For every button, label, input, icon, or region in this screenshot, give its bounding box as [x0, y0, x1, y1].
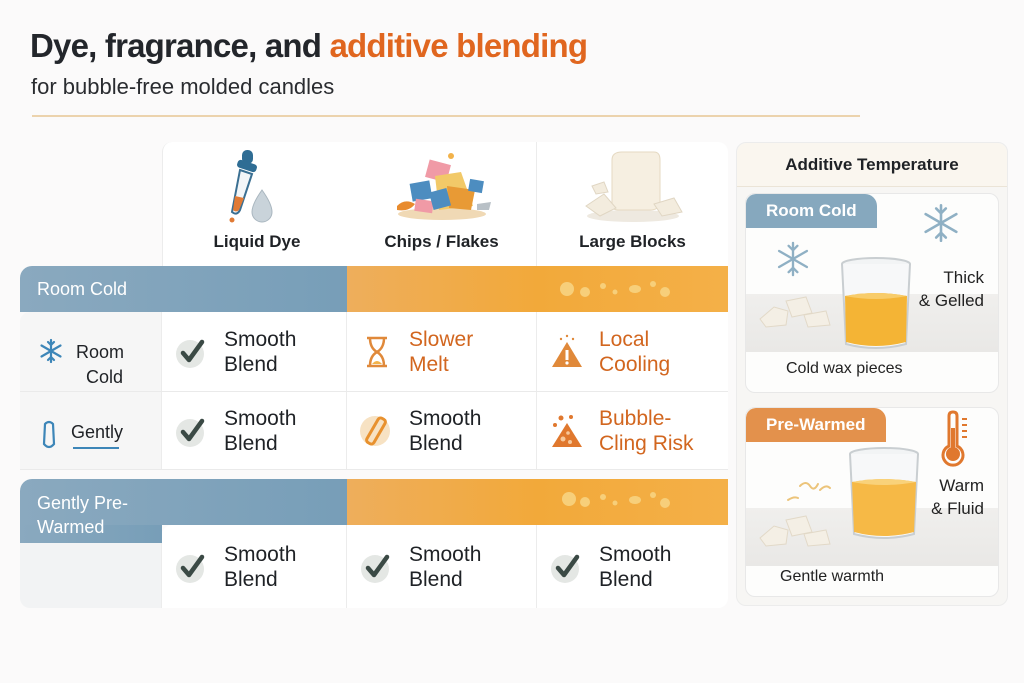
title-main: Dye, fragrance, and — [30, 27, 330, 64]
card-caption: Gentle warmth — [780, 568, 885, 585]
card-caption: Cold wax pieces — [786, 360, 903, 377]
page-title: Dye, fragrance, and additive blending — [30, 27, 588, 65]
group-band-blocks — [537, 266, 728, 312]
wax-chips-icon — [396, 153, 491, 220]
row-label-line2: Cold — [86, 367, 124, 387]
row-label-underline — [73, 447, 119, 449]
group-band-chips — [347, 266, 537, 312]
row-label-line1: Room — [76, 342, 125, 362]
panel-title: Additive Temperature — [737, 143, 1007, 187]
title-accent: additive blending — [329, 27, 588, 64]
wax-pieces-icon — [759, 296, 831, 328]
card-pre-warmed: Pre-Warmed Warm& Fluid Gentle warmth — [745, 407, 999, 597]
row-label-line1: Gently — [71, 422, 124, 442]
column-label: Large Blocks — [579, 232, 686, 251]
check-icon — [176, 554, 205, 583]
column-label: Liquid Dye — [213, 232, 301, 251]
additive-temperature-panel: Additive Temperature Room Cold — [736, 142, 1008, 606]
column-label: Chips / Flakes — [384, 232, 499, 251]
column-header-chips-flakes: Chips / Flakes — [347, 142, 537, 266]
card-tag: Pre-Warmed — [746, 408, 886, 442]
bubble-risk-icon — [552, 414, 582, 447]
beaker-cold-icon — [841, 257, 911, 349]
wax-pieces-icon — [759, 515, 831, 547]
cell-status-text: Bubble-Cling Risk — [599, 406, 694, 455]
group-band-pre-warmed — [20, 479, 347, 525]
snowflake-icon — [924, 203, 958, 243]
row-header-cell: Room Cold — [20, 312, 162, 391]
card-tag: Room Cold — [746, 194, 877, 228]
blending-matrix: Liquid Dye Chips / Flakes Large Blocks — [20, 142, 728, 608]
group-band-chips-2 — [347, 479, 537, 525]
card-state: Warm& Fluid — [931, 476, 984, 518]
title-divider — [32, 115, 860, 117]
check-icon — [176, 418, 205, 447]
group-label-pre-warmed: Gently Pre-Warmed — [37, 493, 129, 537]
beaker-warm-icon — [849, 447, 919, 539]
hourglass-icon — [367, 336, 387, 367]
column-header-large-blocks: Large Blocks — [537, 142, 728, 266]
check-icon — [551, 554, 580, 583]
group-band-room-cold — [20, 266, 347, 312]
wax-pellets-icon — [560, 281, 670, 297]
group-label-room-cold: Room Cold — [37, 279, 128, 299]
wax-block-icon — [584, 151, 683, 222]
warning-icon — [552, 334, 582, 367]
check-icon — [361, 554, 390, 583]
group-band-blocks-2 — [537, 479, 728, 525]
cell-large-blocks: Bubble-Cling Risk — [537, 392, 728, 469]
wax-pellets-icon — [562, 492, 670, 508]
thermometer-icon — [941, 410, 967, 467]
droplet-outline-icon — [42, 420, 56, 449]
row-header-cell: Gently — [20, 392, 162, 469]
group-band-pre-warmed-tab — [20, 525, 162, 543]
snowflake-icon — [777, 241, 809, 277]
warm-waves-icon — [787, 482, 831, 501]
column-header-liquid-dye: Liquid Dye — [162, 142, 352, 266]
card-state: Thick& Gelled — [918, 268, 984, 310]
pencil-icon — [360, 415, 390, 446]
row-header-cell — [20, 543, 162, 608]
snowflake-icon — [40, 338, 62, 364]
page-subtitle: for bubble-free molded candles — [31, 74, 335, 99]
card-room-cold: Room Cold Thick& Gelled Cold wax p — [745, 193, 999, 393]
check-icon — [176, 339, 205, 368]
dropper-icon — [229, 150, 273, 223]
